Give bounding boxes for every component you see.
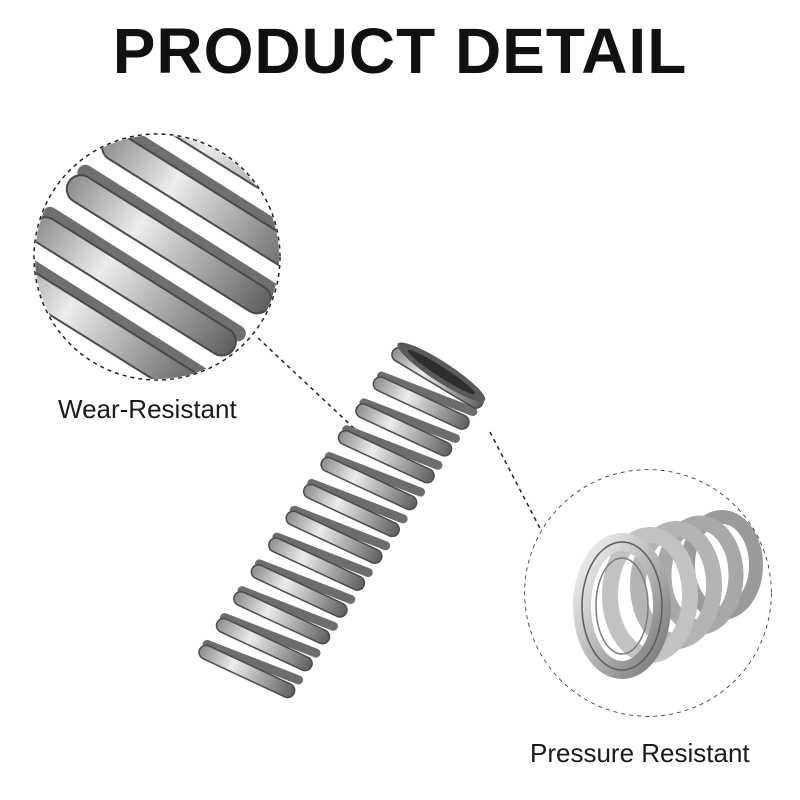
page-title: PRODUCT DETAIL [112,15,688,87]
spring-image [198,342,486,699]
wear-resistant-label: Wear-Resistant [58,394,237,424]
pressure-zoom-image [525,470,771,716]
wear-leader-line [257,337,359,433]
pressure-leader-line [489,431,546,539]
wear-callout-circle [33,133,281,381]
pressure-resistant-label: Pressure Resistant [530,738,750,768]
